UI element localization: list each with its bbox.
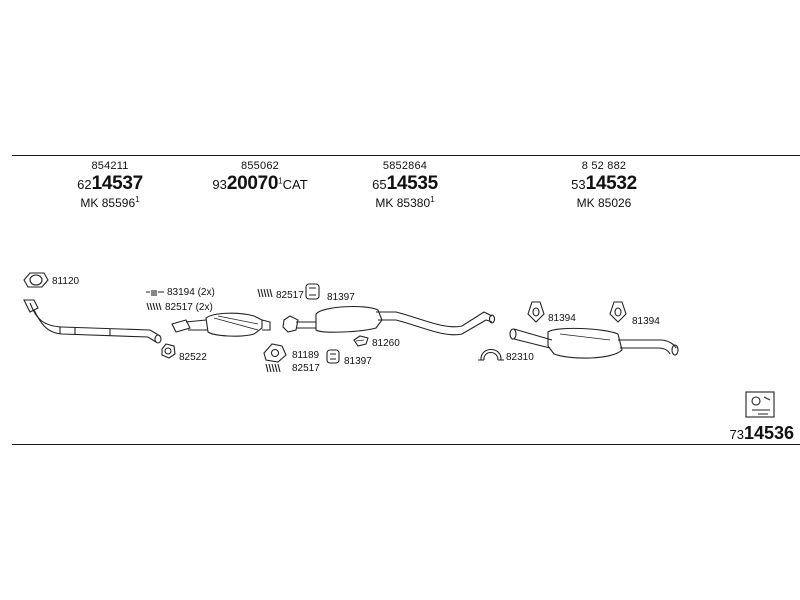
clamp-icon xyxy=(478,348,504,361)
part-label: 81120 xyxy=(52,276,80,287)
part-label: 81394 xyxy=(632,316,660,327)
assembly-number: 7314536 xyxy=(729,423,794,443)
spring-icon xyxy=(146,302,162,311)
oem-number: 854211 xyxy=(91,160,129,172)
spring-icon xyxy=(265,363,281,373)
part-label: 81394 xyxy=(548,313,576,324)
bolt-icon xyxy=(146,290,164,296)
part-number: 6214537 xyxy=(77,173,143,194)
part-label: 83194 (2x) xyxy=(167,287,215,298)
part-label: 81397 xyxy=(327,292,355,303)
part-label: 82522 xyxy=(179,352,207,363)
middle-silencer-icon xyxy=(282,306,496,336)
gasket-icon xyxy=(161,343,176,359)
column-middle-silencer: 5852864 6514535 MK 853801 xyxy=(335,160,475,210)
hanger-icon xyxy=(326,349,340,364)
part-number: 93200701CAT xyxy=(212,173,308,194)
hanger-icon xyxy=(527,301,545,323)
mk-reference: MK 853801 xyxy=(375,195,435,210)
rear-silencer-icon xyxy=(509,327,679,359)
catalytic-converter-icon xyxy=(171,312,271,337)
part-label: 82517 xyxy=(276,290,304,301)
ring-icon xyxy=(263,343,287,363)
column-front-pipe: 854211 6214537 MK 855961 xyxy=(40,160,180,210)
oem-number: 8 52 882 xyxy=(581,160,627,172)
mk-reference: MK 85026 xyxy=(576,196,632,210)
part-label: 82517 (2x) xyxy=(165,302,213,313)
mounting-kit-icon xyxy=(745,391,775,418)
spring-icon xyxy=(257,288,273,298)
clamp-icon xyxy=(353,335,369,347)
part-label: 82517 xyxy=(292,363,320,374)
part-number: 6514535 xyxy=(372,173,438,194)
hanger-icon xyxy=(305,283,320,300)
gasket-icon xyxy=(23,272,49,288)
mk-reference: MK 855961 xyxy=(80,195,140,210)
part-label: 81260 xyxy=(372,338,400,349)
part-label: 81397 xyxy=(344,356,372,367)
oem-number: 5852864 xyxy=(382,160,428,172)
part-label: 81189 xyxy=(292,350,320,361)
column-catalyst: 855062 93200701CAT xyxy=(190,160,330,195)
part-number: 5314532 xyxy=(571,173,637,194)
bottom-rule xyxy=(12,444,800,445)
part-label: 82310 xyxy=(506,352,534,363)
front-pipe-icon xyxy=(23,299,162,344)
column-rear-silencer: 8 52 882 5314532 MK 85026 xyxy=(534,160,674,210)
top-rule xyxy=(12,155,800,156)
oem-number: 855062 xyxy=(241,160,279,172)
hanger-icon xyxy=(609,301,627,323)
